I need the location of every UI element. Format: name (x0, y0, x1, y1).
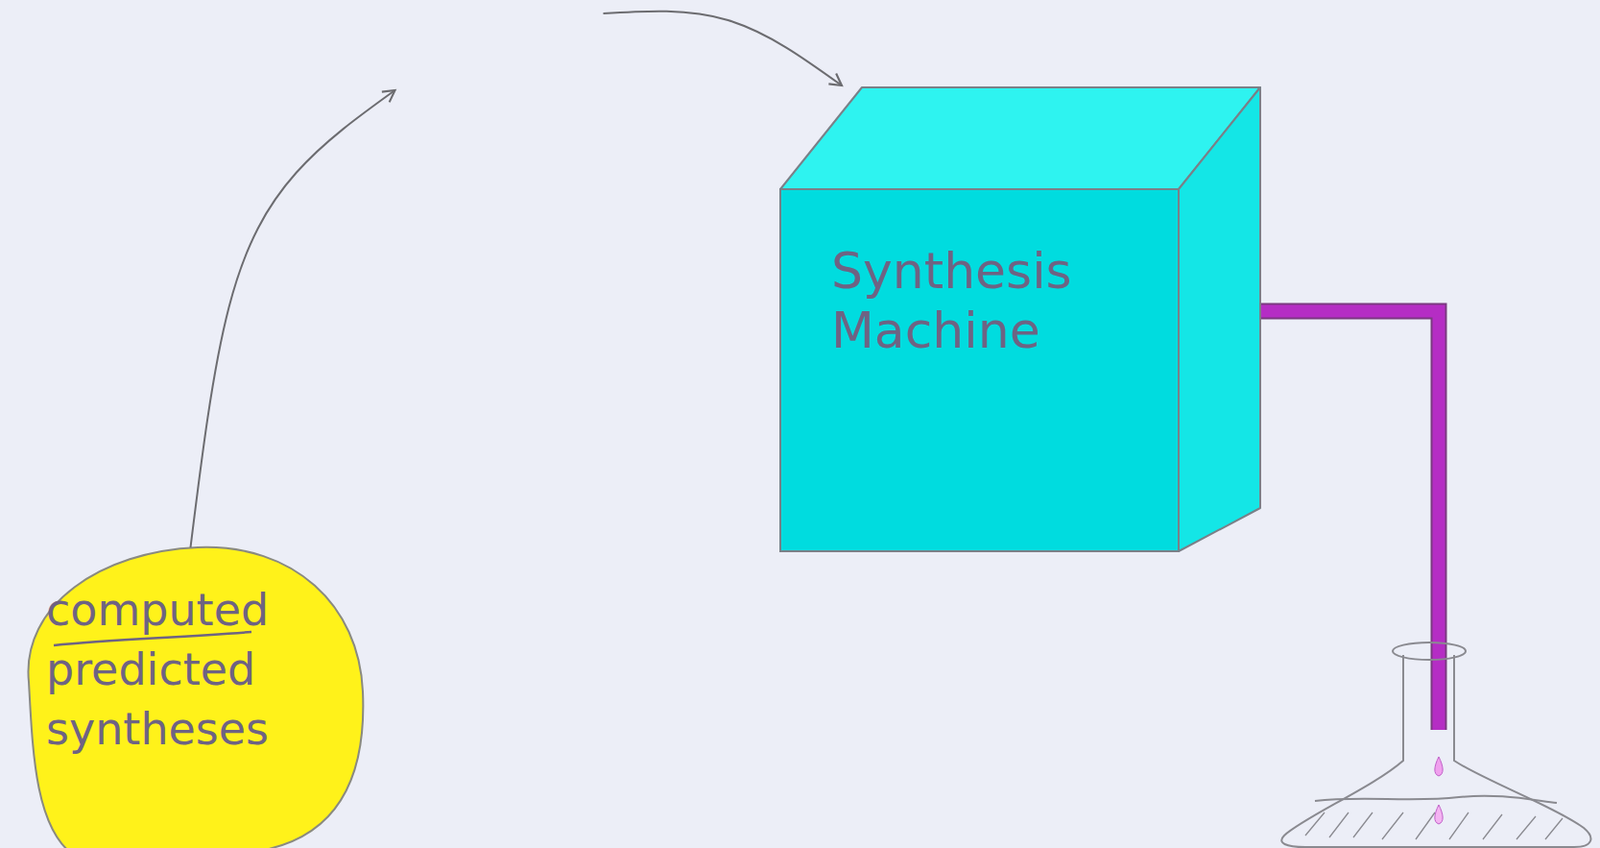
liquid-drop (1434, 756, 1443, 776)
machine-box: Synthesis Machine (780, 87, 1261, 551)
arrow-stroke (191, 90, 396, 548)
box-label: Synthesis Machine (831, 240, 1110, 360)
cube-front-face (780, 189, 1179, 551)
flow-arrow (191, 11, 843, 548)
blob-outline (27, 547, 363, 848)
liquid-drop (1434, 804, 1443, 824)
erlenmeyer-flask (1281, 642, 1591, 847)
outlet-pipe (1238, 310, 1439, 730)
cube-top-face (780, 87, 1261, 190)
arrow-stroke (603, 11, 843, 86)
flask-liquid-hatch (1305, 811, 1563, 839)
cube-side-face (1178, 87, 1261, 551)
flask-liquid-line (1314, 795, 1557, 803)
idea-blob: computed predicted syntheses (15, 537, 366, 848)
flask-body (1281, 654, 1591, 847)
outlet-pipe-fill (1238, 310, 1439, 730)
blob-label: computed predicted syntheses (46, 579, 277, 759)
